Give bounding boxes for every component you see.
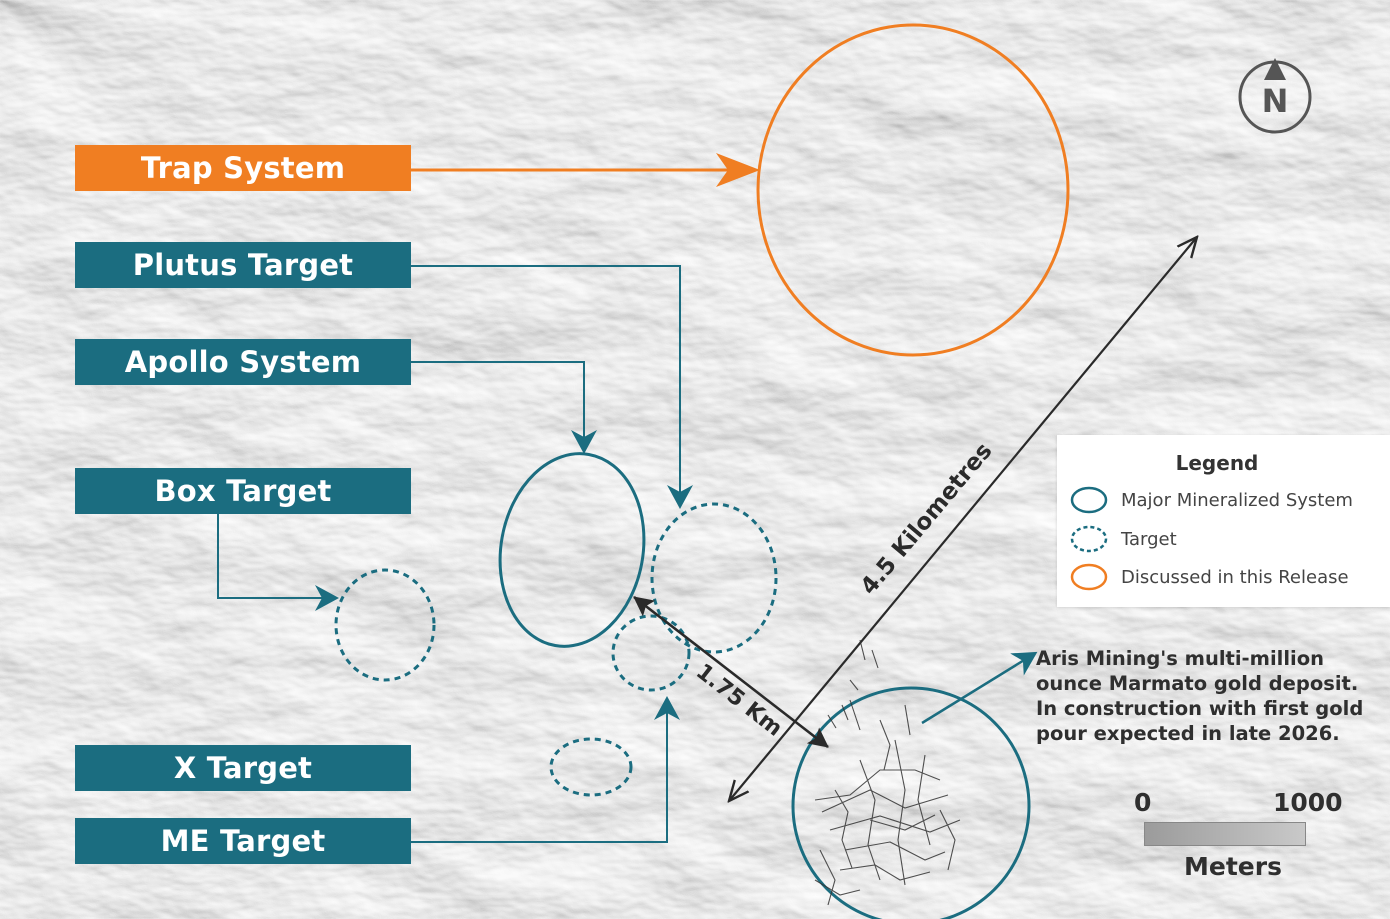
apollo-system-label: Apollo System — [75, 339, 411, 385]
me-target-label: ME Target — [75, 818, 411, 864]
distance-1-75km-arrow — [633, 595, 829, 749]
marmato-workings — [814, 639, 961, 906]
x-target-label: X Target — [75, 745, 411, 791]
scale-max: 1000 — [1273, 788, 1343, 817]
legend-item-target: Target — [1069, 524, 1177, 554]
solid-orange-ellipse-icon — [1070, 563, 1108, 591]
apollo-system-outline — [498, 452, 646, 648]
legend-title: Legend — [1175, 451, 1259, 475]
dashed-teal-ellipse-icon — [1070, 525, 1108, 553]
annotation-line: In construction with first gold — [1036, 697, 1364, 720]
trap-system-outline — [756, 23, 1070, 357]
marmato-annotation: Aris Mining's multi-million ounce Marmat… — [1036, 646, 1366, 746]
me-target-outline — [611, 614, 691, 692]
scale-unit: Meters — [1184, 852, 1282, 881]
marmato-deposit-outline — [791, 686, 1031, 919]
legend-item-major: Major Mineralized System — [1069, 485, 1353, 515]
scale-bar — [1144, 822, 1306, 846]
solid-teal-ellipse-icon — [1070, 486, 1108, 514]
north-arrow-icon — [1238, 58, 1312, 134]
scale-min: 0 — [1134, 788, 1152, 817]
legend-label: Major Mineralized System — [1121, 489, 1353, 511]
legend-item-discussed: Discussed in this Release — [1069, 562, 1349, 592]
me-connector — [411, 696, 680, 843]
apollo-connector — [411, 361, 597, 454]
box-target-outline — [334, 568, 436, 682]
plutus-target-outline — [650, 502, 778, 654]
marmato-connector — [921, 651, 1038, 725]
legend-label: Discussed in this Release — [1121, 566, 1349, 588]
plutus-connector — [411, 265, 693, 509]
legend-panel: Legend Major Mineralized System Target D… — [1057, 435, 1390, 607]
trap-system-label: Trap System — [75, 145, 411, 191]
x-target-outline — [549, 737, 633, 797]
box-target-label: Box Target — [75, 468, 411, 514]
annotation-line: Aris Mining's multi-million — [1036, 647, 1324, 670]
annotation-line: ounce Marmato gold deposit. — [1036, 672, 1359, 695]
plutus-target-label: Plutus Target — [75, 242, 411, 288]
north-letter: N — [1261, 82, 1289, 120]
legend-label: Target — [1121, 528, 1177, 550]
north-arrow: N — [1236, 58, 1314, 136]
annotation-line: pour expected in late 2026. — [1036, 722, 1340, 745]
box-connector — [217, 514, 339, 611]
